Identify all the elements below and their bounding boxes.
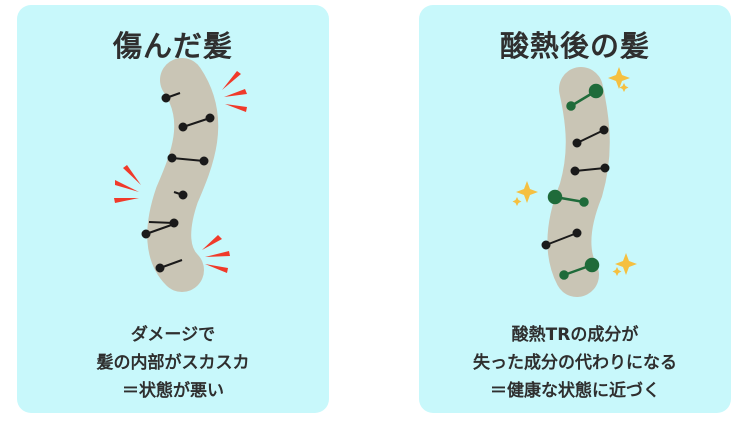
caption-line: 失った成分の代わりになる xyxy=(473,353,677,373)
hair-bonds xyxy=(541,125,610,250)
caption-line: 酸熱TRの成分が xyxy=(511,325,639,345)
hair-strand xyxy=(147,58,219,292)
sparkle-icon xyxy=(608,67,630,92)
damage-burst-icon xyxy=(222,71,247,112)
repaired-bonds xyxy=(547,83,604,280)
damage-burst-icon xyxy=(202,235,230,273)
sparkle-icon xyxy=(612,253,637,276)
sparkle-icon xyxy=(512,181,538,206)
damaged-hair-panel: 傷んだ髪 ダメージで 髪の内部がスカスカ xyxy=(17,5,329,413)
damaged-hair-illustration xyxy=(114,58,247,292)
caption-line: ＝健康な状態に近づく xyxy=(490,381,660,401)
damaged-hair-title: 傷んだ髪 xyxy=(112,29,233,63)
caption-line: 髪の内部がスカスカ xyxy=(96,353,250,373)
hair-strand xyxy=(547,67,610,297)
treated-hair-caption: 酸熱TRの成分が 失った成分の代わりになる ＝健康な状態に近づく xyxy=(419,321,731,405)
damage-burst-icon xyxy=(114,165,141,203)
treated-hair-title: 酸熱後の髪 xyxy=(499,29,650,63)
treated-hair-panel: 酸熱後の髪 酸熱TRの成分が 失った成分の代わりになる ＝健康な状態に近づく xyxy=(419,5,731,413)
hair-bonds xyxy=(141,92,215,273)
damaged-hair-caption: ダメージで 髪の内部がスカスカ ＝状態が悪い xyxy=(17,321,329,405)
caption-line: ダメージで xyxy=(130,325,216,345)
treated-hair-illustration xyxy=(512,67,637,297)
caption-line: ＝状態が悪い xyxy=(122,381,224,401)
